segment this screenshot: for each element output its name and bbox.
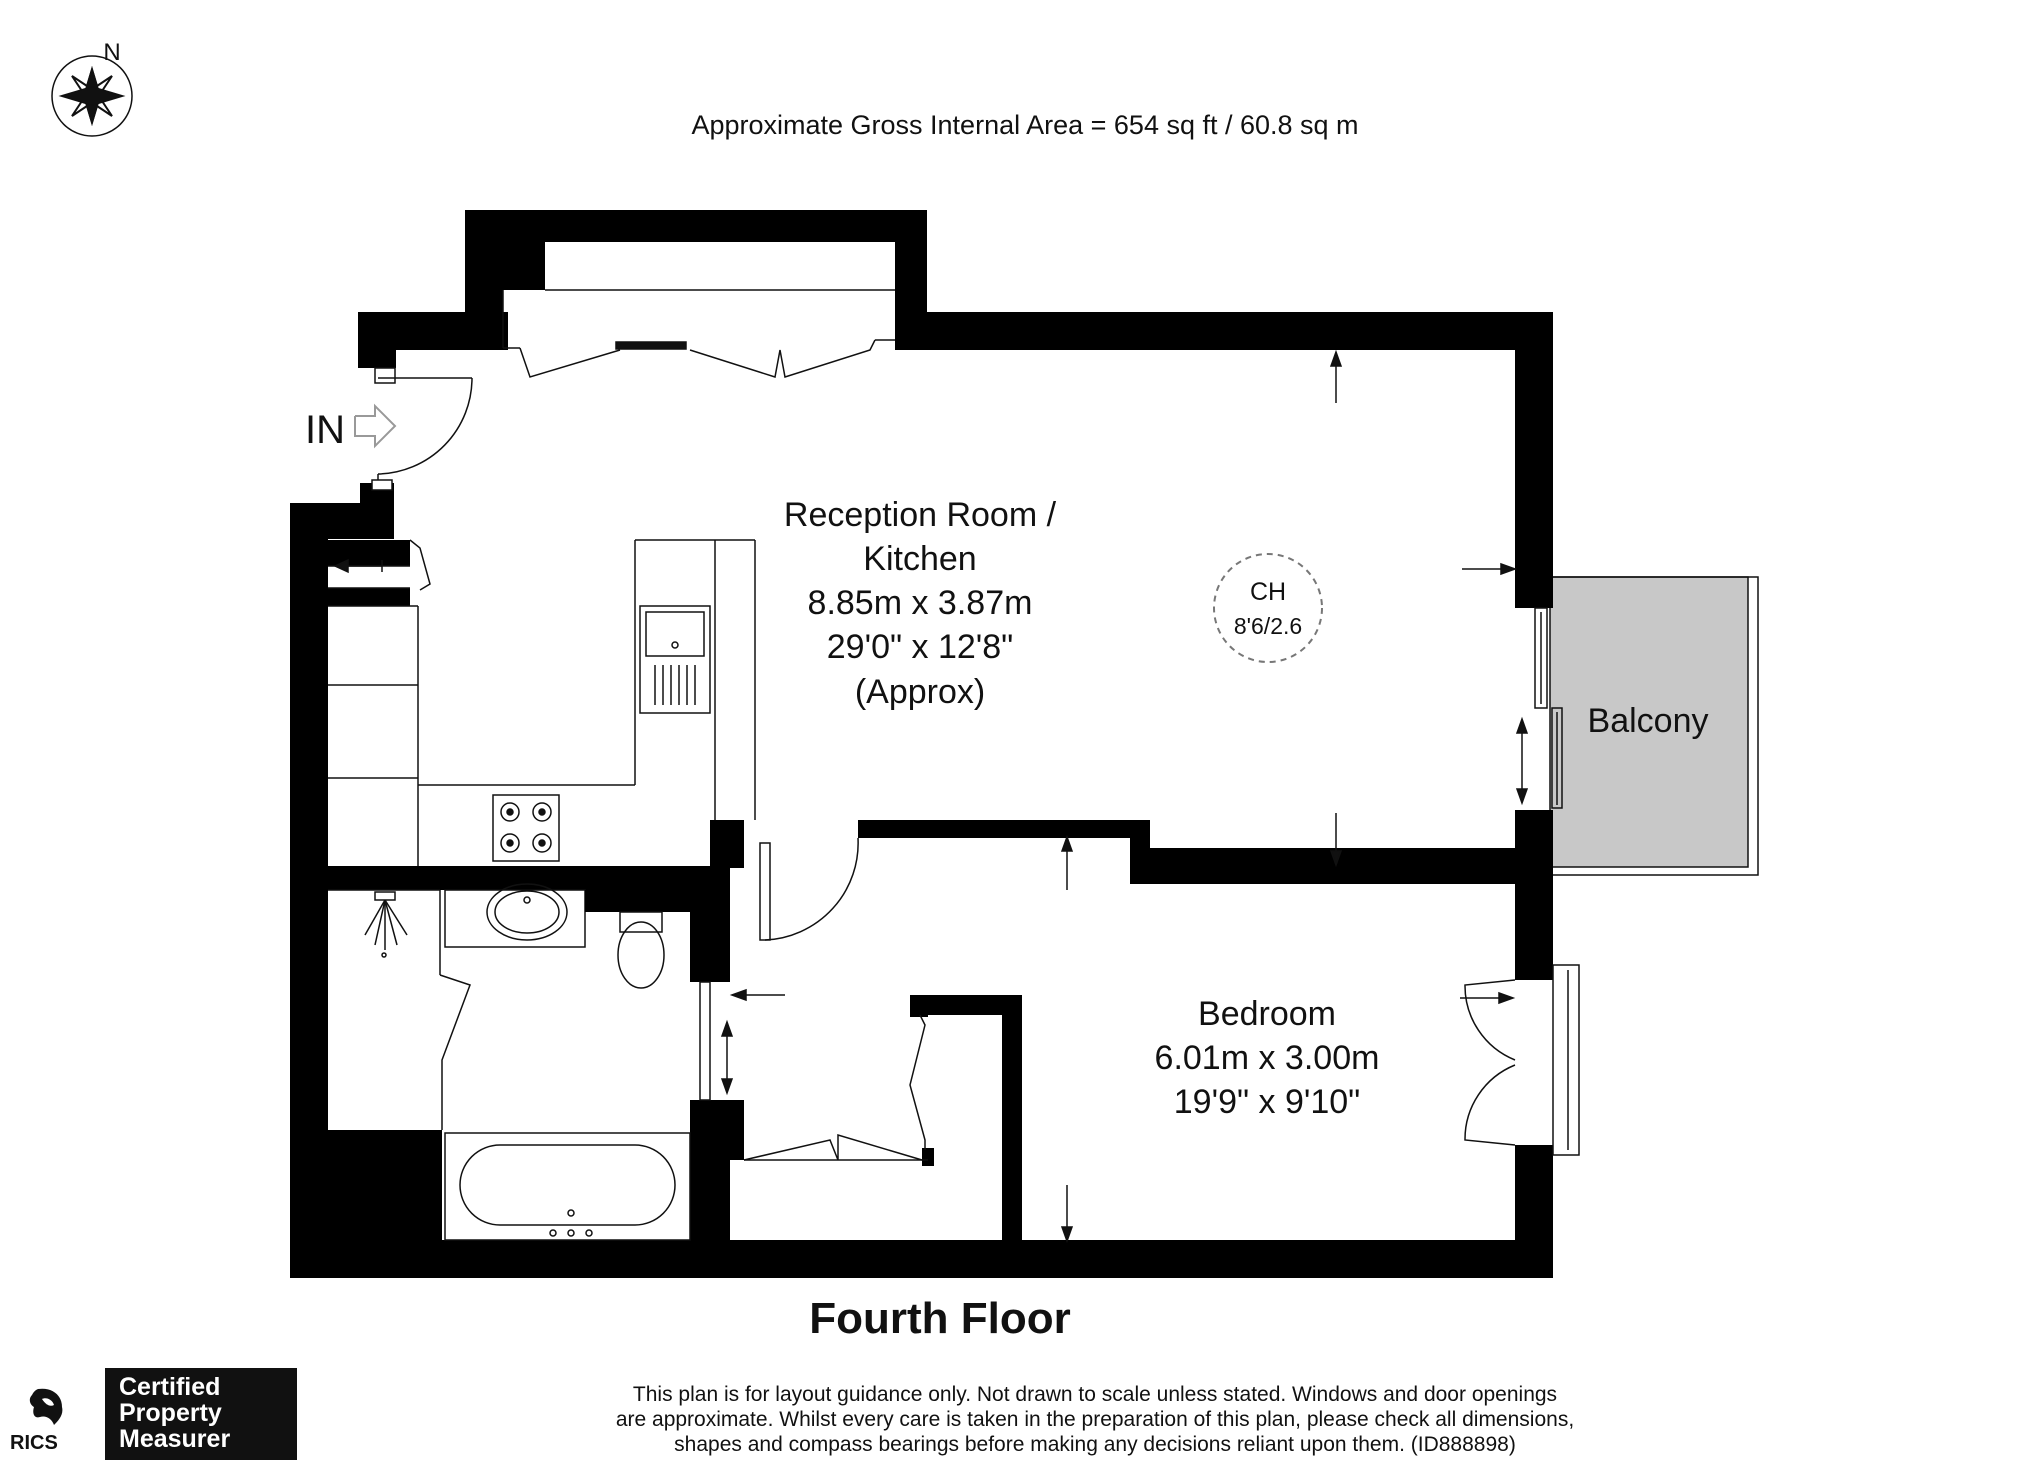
bay-windows [502, 289, 895, 378]
bedroom-imperial-dimensions: 19'9" x 9'10" [1174, 1083, 1360, 1121]
balcony-doors [1534, 607, 1563, 809]
balcony-label: Balcony [1588, 702, 1709, 740]
hob-icon [492, 794, 560, 862]
disclaimer-line: are approximate. Whilst every care is ta… [615, 1408, 1575, 1431]
bathtub-icon [444, 1132, 691, 1241]
ceiling-height-value: 8'6/2.6 [1234, 613, 1302, 639]
kitchen-sink-icon [639, 605, 711, 714]
dimension-arrows [720, 349, 1529, 1244]
toilet-icon [617, 911, 665, 989]
reception-metric-dimensions: 8.85m x 3.87m [808, 584, 1033, 622]
badge-line: Property [119, 1399, 222, 1427]
badge-line: Certified [119, 1373, 221, 1401]
reception-name-line1: Reception Room / [784, 496, 1057, 534]
rics-lion-icon: RICS [10, 1388, 63, 1454]
walls [290, 210, 1553, 1278]
wardrobe [743, 1014, 928, 1161]
ceiling-height-label: CH [1250, 578, 1286, 606]
floor-title: Fourth Floor [809, 1294, 1071, 1343]
area-heading: Approximate Gross Internal Area = 654 sq… [691, 110, 1358, 140]
certified-measurer-badge: Certified Property Measurer [105, 1368, 297, 1460]
rics-logo-text: RICS [10, 1432, 58, 1454]
shower-icon [328, 889, 471, 1130]
badge-line: Measurer [119, 1425, 231, 1453]
entrance-label: IN [305, 408, 345, 452]
bathroom-basin-icon [444, 883, 586, 948]
reception-name-line2: Kitchen [863, 540, 976, 578]
bathroom-wall-block [585, 890, 690, 912]
reception-imperial-dimensions: 29'0" x 12'8" [827, 628, 1013, 666]
balcony-area [1549, 576, 1749, 868]
bathroom-sliding-door [699, 981, 711, 1101]
bedroom-french-doors [1464, 964, 1580, 1156]
disclaimer-line: shapes and compass bearings before makin… [674, 1433, 1516, 1456]
disclaimer-line: This plan is for layout guidance only. N… [632, 1383, 1558, 1406]
compass-icon [51, 55, 133, 137]
reception-door [759, 837, 859, 941]
utility-cupboard [328, 539, 431, 591]
disclaimer: This plan is for layout guidance only. N… [420, 1382, 1770, 1457]
rics-logo: RICS [8, 1385, 86, 1455]
bedroom-metric-dimensions: 6.01m x 3.00m [1155, 1039, 1380, 1077]
compass-north-label: N [103, 39, 120, 66]
entrance-arrow-icon [354, 403, 397, 449]
bedroom-name: Bedroom [1198, 995, 1336, 1033]
front-door [371, 367, 473, 491]
ceiling-height-marker [1213, 553, 1323, 663]
reception-approx-note: (Approx) [855, 673, 985, 711]
kitchen-units [328, 539, 756, 866]
